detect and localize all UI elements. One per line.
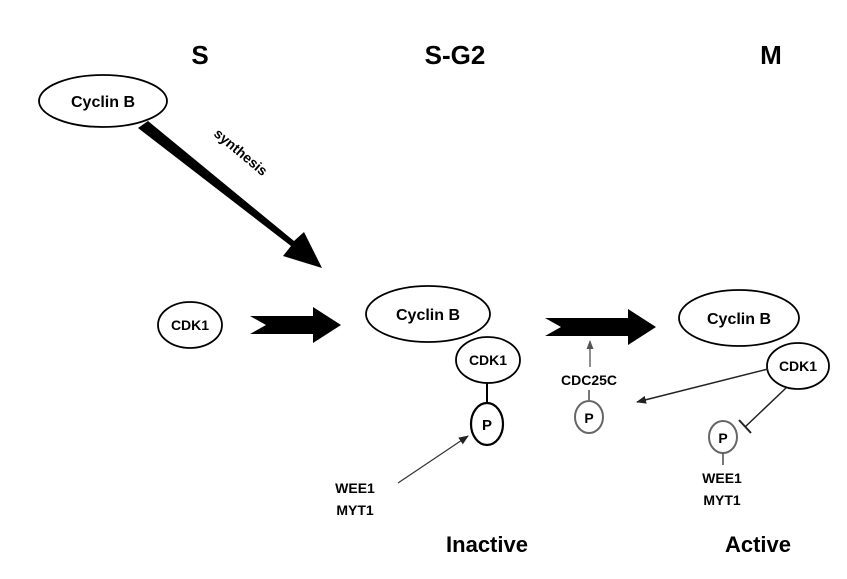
synthesis-arrow [138,121,322,268]
phosphate-mid-node [469,401,505,447]
cdk1-free-node [157,301,223,349]
myt1-right-label: MYT1 [703,492,741,508]
phosphate-cdc25c-node [574,400,604,434]
phase-label-m: M [760,40,782,70]
cyclin-b-mid-node [365,285,491,343]
cdk1-to-cdc25c-arrow [636,368,769,404]
cyclin-b-right-node [678,289,800,347]
phosphate-right-label: P [718,430,727,446]
cdk1-right-label: CDK1 [779,358,817,374]
state-active-label: Active [725,532,791,557]
wee1-right-label: WEE1 [702,470,742,486]
synthesis-label: synthesis [211,125,271,179]
cdk1-mid-label: CDK1 [469,352,507,368]
cyclin-b-right-label: Cyclin B [707,311,771,328]
wee1-left-label: WEE1 [335,480,375,496]
cyclin-b-s-node [38,74,168,128]
myt1-left-label: MYT1 [336,502,374,518]
cdk1-right-node [766,342,830,390]
cyclin-b-mid-label: Cyclin B [396,307,460,324]
phase-label-s: S [191,40,208,70]
inhibition-bar [738,419,752,434]
binding-arrow [250,307,341,343]
phosphate-mid-label: P [482,417,492,434]
cdk1-inhibition-line [744,387,787,428]
cdc25c-label: CDC25C [561,372,617,388]
cyclin-b-s-label: Cyclin B [71,94,135,111]
phosphate-cdc25c-label: P [584,410,593,426]
activation-arrow [545,309,656,345]
state-inactive-label: Inactive [446,532,528,557]
wee1-myt1-phosphorylation-arrow [397,435,469,484]
phase-label-s-g2: S-G2 [425,40,486,70]
cdk1-free-label: CDK1 [171,317,209,333]
